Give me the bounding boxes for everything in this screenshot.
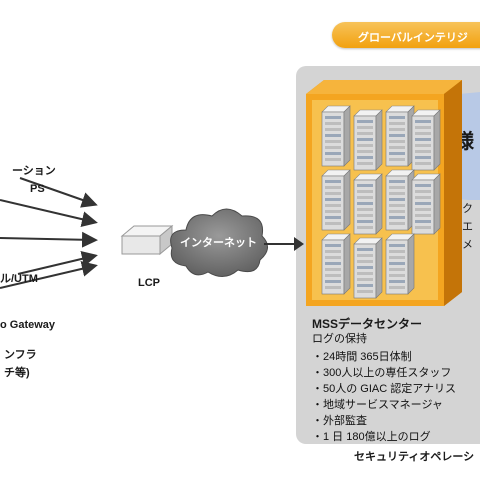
- datacenter-item: ・地域サービスマネージャ: [312, 399, 443, 411]
- datacenter-item: ・外部監査: [312, 415, 367, 427]
- lcp-device-icon: [120, 224, 174, 256]
- left-label-2: ル/UTM: [0, 273, 38, 285]
- banner-label: グローバルインテリジ: [358, 32, 468, 44]
- global-intelligence-banner: グローバルインテリジ: [332, 22, 480, 48]
- datacenter-item: ・1 日 180億以上のログ: [312, 431, 431, 443]
- server-rack-icon: [353, 173, 383, 235]
- server-rack-icon: [321, 233, 351, 295]
- server-rack-icon: [353, 109, 383, 171]
- datacenter-title: MSSデータセンター: [312, 317, 423, 331]
- server-rack-icon: [385, 233, 415, 295]
- lcp-label: LCP: [138, 277, 160, 289]
- left-label-1a: ーション: [12, 165, 56, 177]
- left-label-4a: ンフラ: [4, 349, 37, 361]
- internet-cloud-icon: [170, 208, 268, 277]
- left-label-4b: チ等): [4, 367, 30, 379]
- right-text-3: メ: [462, 239, 473, 251]
- datacenter-item: ・300人以上の専任スタッフ: [312, 367, 452, 379]
- cloud-label: インターネット: [180, 237, 257, 249]
- datacenter-subtitle: ログの保持: [312, 333, 367, 345]
- left-label-3: o Gateway: [0, 319, 56, 331]
- right-text-2: エ: [462, 221, 473, 233]
- cloud-to-datacenter-arrow: [264, 237, 304, 251]
- left-label-1b: PS: [30, 183, 45, 195]
- server-rack-icon: [411, 109, 441, 171]
- soc-footer-label: セキュリティオペレーシ: [354, 451, 475, 463]
- right-text-1: ク: [462, 203, 473, 215]
- incoming-arrows: [0, 177, 98, 289]
- server-rack-icon: [411, 173, 441, 235]
- server-rack-icon: [385, 105, 415, 167]
- server-rack-icon: [385, 169, 415, 231]
- server-rack-icon: [321, 169, 351, 231]
- datacenter-item: ・24時間 365日体制: [312, 351, 412, 363]
- datacenter-server-room: [306, 80, 462, 306]
- datacenter-item: ・50人の GIAC 認定アナリス: [312, 383, 457, 395]
- server-rack-icon: [353, 237, 383, 299]
- server-rack-icon: [321, 105, 351, 167]
